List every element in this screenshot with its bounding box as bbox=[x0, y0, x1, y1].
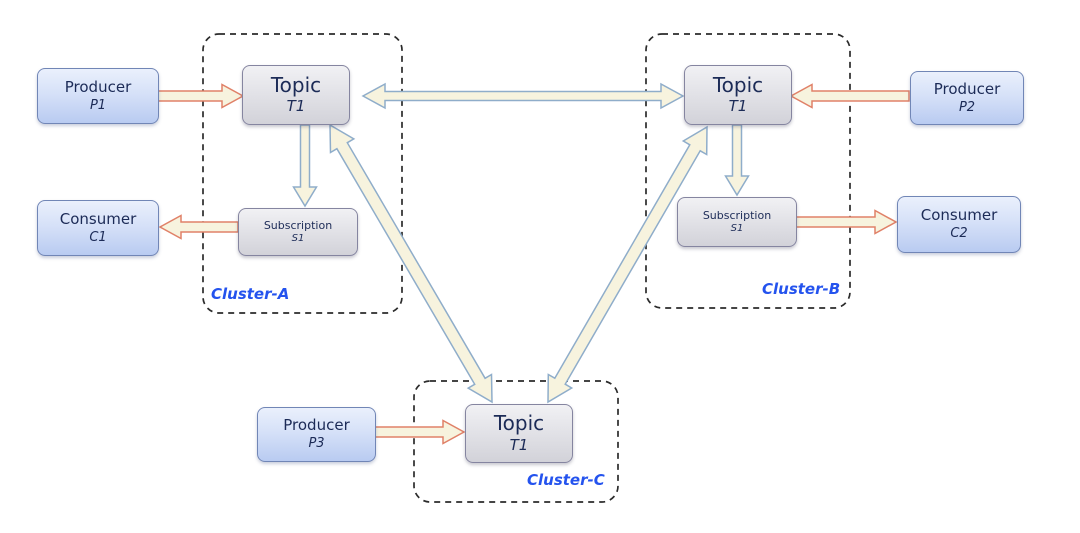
topic-a-title: Topic bbox=[270, 72, 322, 97]
consumer-c2-subtitle: C2 bbox=[950, 226, 968, 242]
producer-p2-subtitle: P2 bbox=[958, 99, 976, 115]
producer-p2-box: Producer P2 bbox=[910, 71, 1024, 125]
consumer-c1-title: Consumer bbox=[59, 209, 137, 228]
sub-b-to-consumer-c2-arrow bbox=[794, 209, 898, 235]
subscription-b-title: Subscription bbox=[702, 208, 772, 222]
sub-a-to-consumer-c1-arrow bbox=[158, 214, 239, 240]
consumer-c1-subtitle: C1 bbox=[89, 229, 107, 245]
producer-p1-box: Producer P1 bbox=[37, 68, 159, 124]
topic-a-topic-b-replication-arrow bbox=[361, 82, 685, 110]
topic-t1-cluster-a-box: Topic T1 bbox=[242, 65, 350, 125]
topic-b-topic-c-replication-arrow bbox=[547, 125, 708, 404]
producer-p3-subtitle: P3 bbox=[308, 436, 325, 452]
consumer-c2-title: Consumer bbox=[920, 206, 998, 225]
producer-p2-title: Producer bbox=[933, 79, 1001, 98]
p1-to-topic-a-arrow bbox=[157, 83, 245, 109]
producer-p1-title: Producer bbox=[64, 77, 132, 96]
cluster-a-label: Cluster-A bbox=[211, 285, 290, 303]
subscription-a-title: Subscription bbox=[263, 218, 333, 232]
producer-p3-box: Producer P3 bbox=[257, 407, 376, 462]
cluster-b-outline bbox=[645, 33, 851, 309]
subscription-a-subtitle: S1 bbox=[291, 232, 305, 244]
p3-to-topic-c-arrow bbox=[374, 419, 466, 445]
topic-a-topic-c-replication-arrow bbox=[329, 123, 493, 404]
topic-a-subtitle: T1 bbox=[286, 97, 306, 116]
topic-b-to-sub-b-arrow bbox=[724, 124, 750, 197]
subscription-b-subtitle: S1 bbox=[730, 222, 744, 234]
topic-t1-cluster-c-box: Topic T1 bbox=[465, 404, 573, 463]
producer-p1-subtitle: P1 bbox=[89, 97, 107, 113]
subscription-s1-cluster-b-box: Subscription S1 bbox=[677, 197, 797, 247]
p2-to-topic-b-arrow bbox=[789, 83, 910, 109]
consumer-c2-box: Consumer C2 bbox=[897, 196, 1021, 253]
topic-b-subtitle: T1 bbox=[728, 97, 748, 116]
cluster-b-label: Cluster-B bbox=[762, 280, 841, 298]
topic-c-subtitle: T1 bbox=[509, 435, 529, 454]
subscription-s1-cluster-a-box: Subscription S1 bbox=[238, 208, 358, 256]
cluster-c-label: Cluster-C bbox=[527, 471, 605, 489]
topic-c-title: Topic bbox=[493, 411, 545, 436]
producer-p3-title: Producer bbox=[283, 416, 350, 435]
topic-b-title: Topic bbox=[712, 72, 764, 97]
consumer-c1-box: Consumer C1 bbox=[37, 200, 159, 256]
topic-t1-cluster-b-box: Topic T1 bbox=[684, 65, 792, 125]
topic-a-to-sub-a-arrow bbox=[292, 124, 318, 208]
cluster-c-outline bbox=[413, 380, 619, 503]
